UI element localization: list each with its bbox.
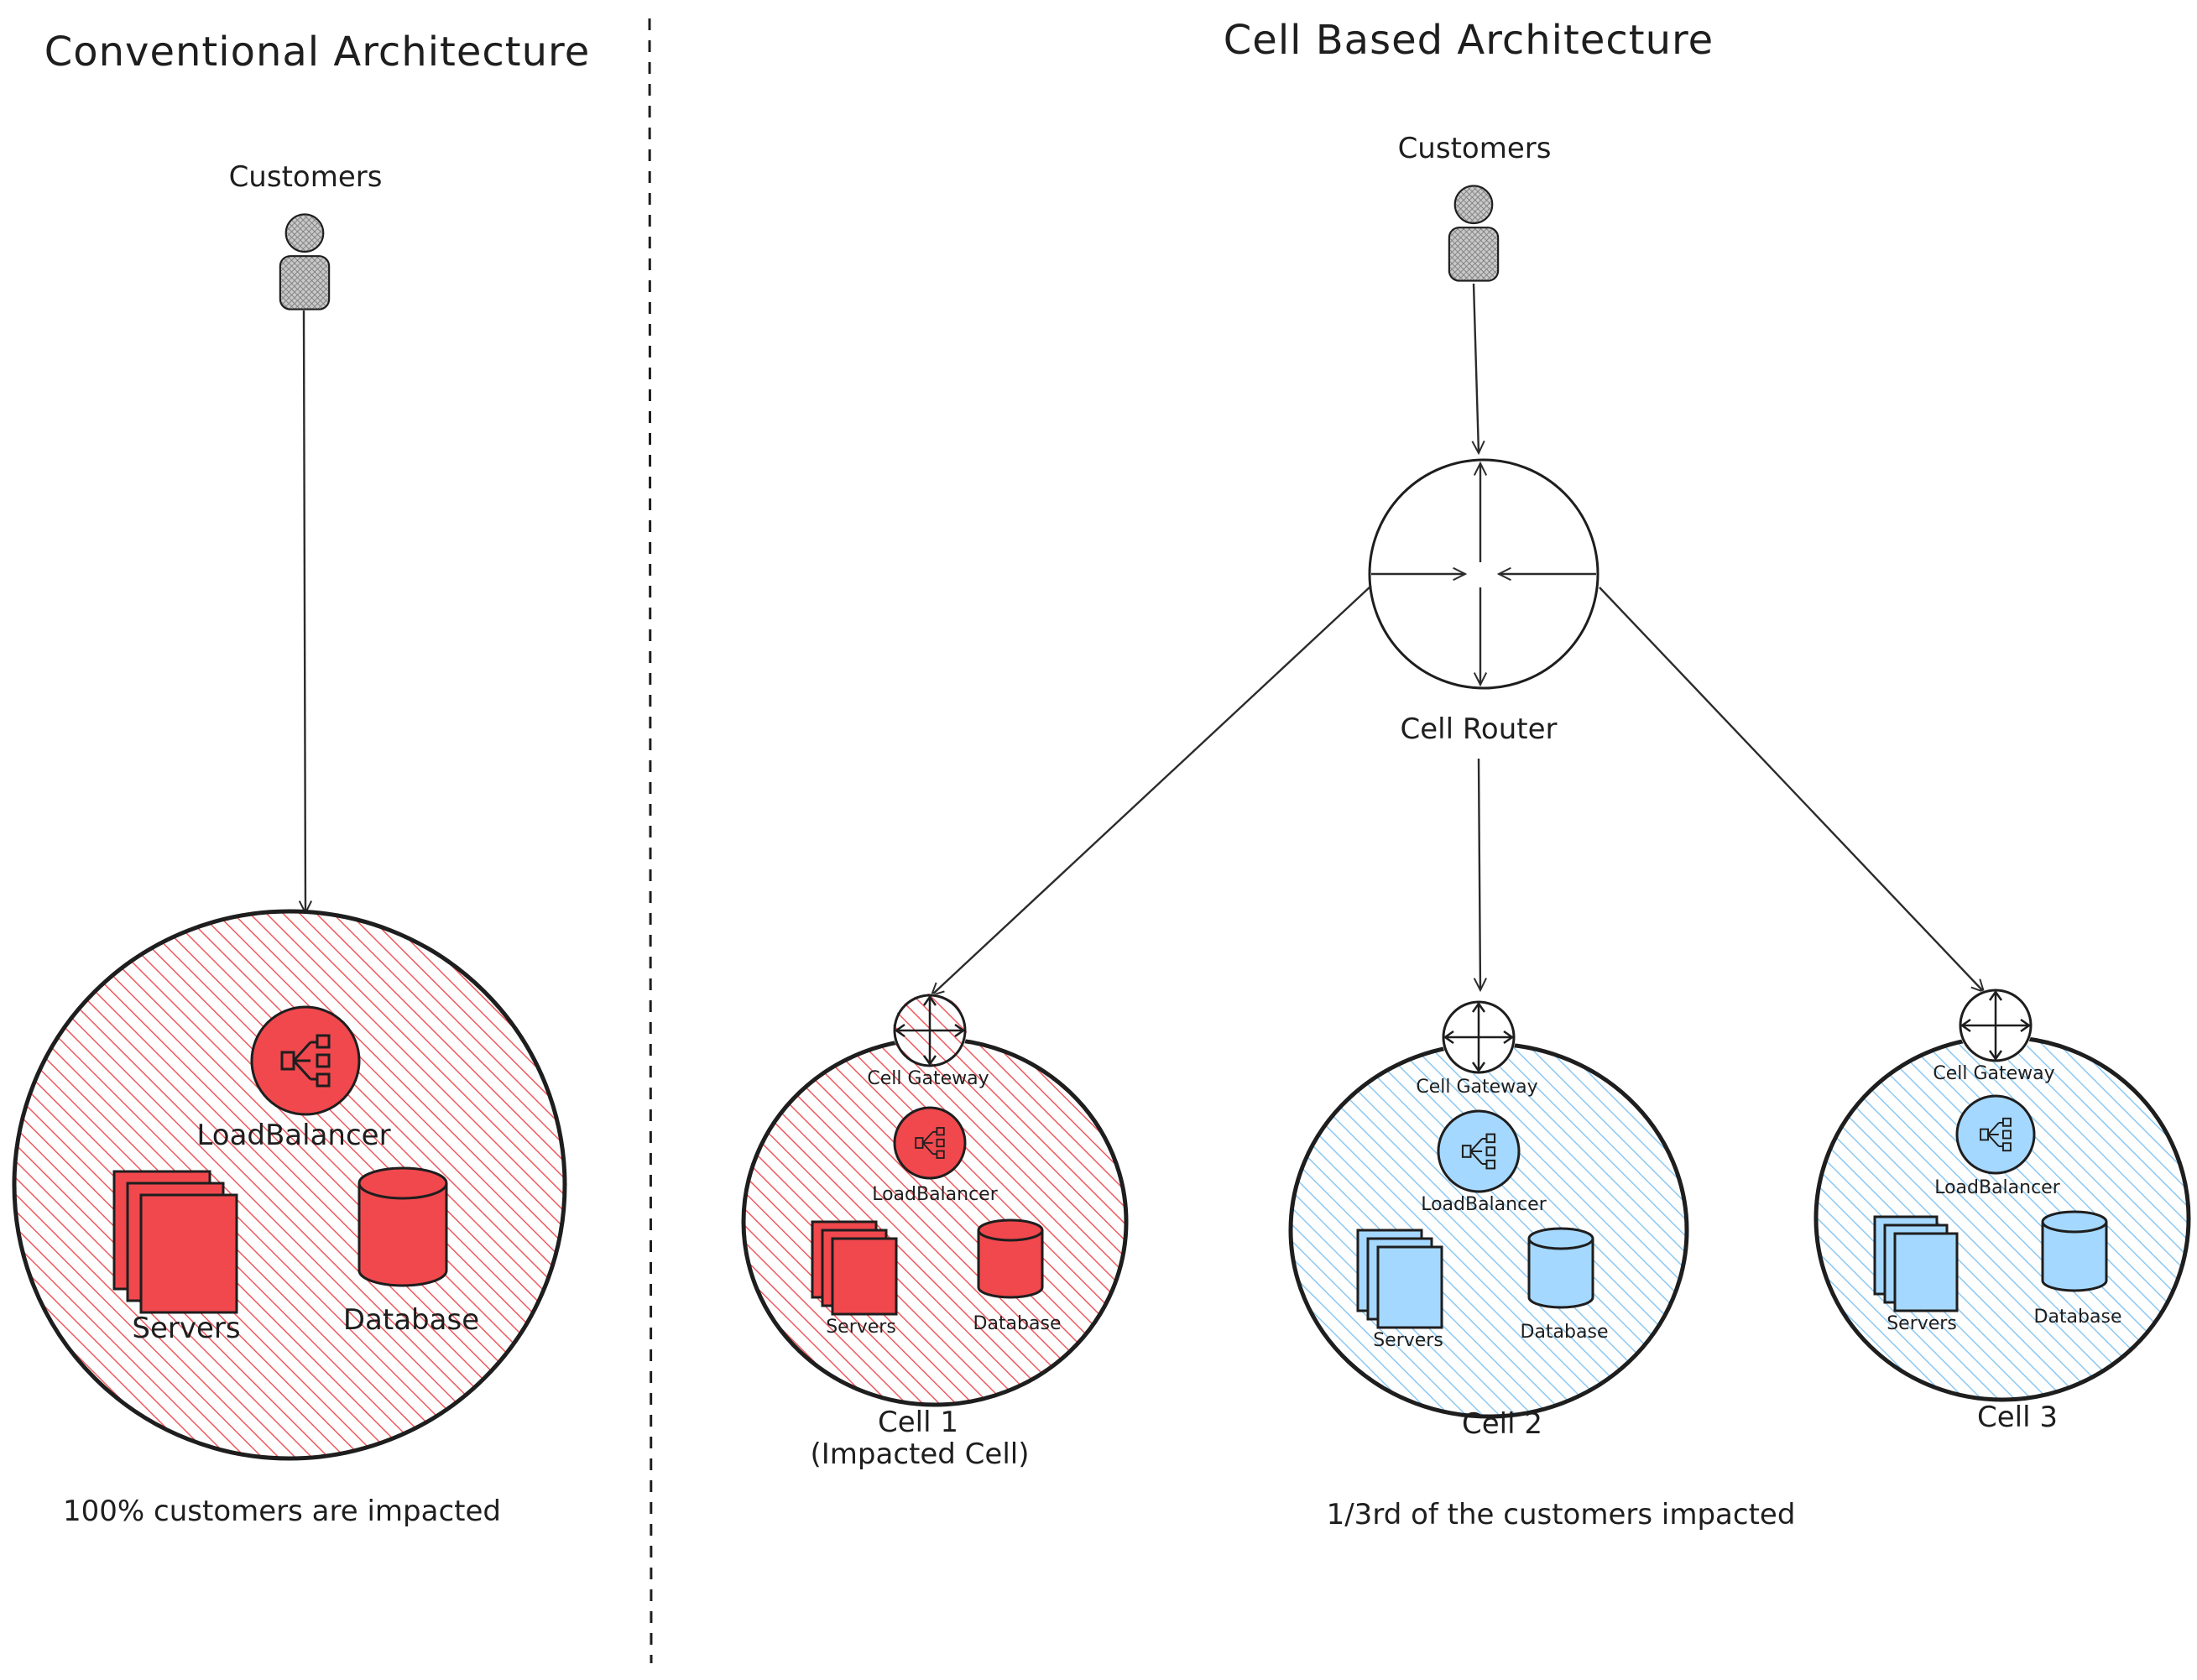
- router-label: Cell Router: [1400, 712, 1557, 746]
- gateway-icon: [893, 994, 967, 1067]
- cell-database-label: Database: [973, 1313, 1062, 1334]
- cell-loadbalancer-label: LoadBalancer: [1934, 1177, 2061, 1198]
- customers-to-router-arrow: [1474, 283, 1479, 453]
- cell-circle: [1813, 1035, 2191, 1402]
- cell-1: Cell Gateway LoadBalancer Servers Databa…: [741, 994, 1129, 1471]
- cell-3: Cell Gateway LoadBalancer Servers Databa…: [1813, 989, 2191, 1434]
- gateway-icon: [1442, 1000, 1516, 1074]
- cell-based-title: Cell Based Architecture: [1224, 17, 1714, 64]
- conventional-servers: Servers: [112, 1170, 241, 1345]
- conventional-impact-caption: 100% customers are impacted: [63, 1495, 501, 1528]
- person-icon: [1448, 185, 1500, 282]
- conventional-database: Database: [343, 1166, 479, 1337]
- database-icon: [357, 1183, 448, 1287]
- router-to-cell3-arrow: [1599, 587, 1984, 992]
- customers-to-system-arrow: [304, 310, 305, 913]
- gateway-icon: [1959, 989, 2033, 1062]
- conventional-loadbalancer: LoadBalancer: [196, 1005, 391, 1152]
- database-icon: [977, 1230, 1044, 1299]
- router-to-cell2-arrow: [1479, 758, 1480, 990]
- conventional-system-circle: [12, 909, 567, 1461]
- cell-loadbalancer-label: LoadBalancer: [872, 1184, 999, 1205]
- cell-database-label: Database: [2034, 1307, 2122, 1328]
- conventional-section: Conventional Architecture Customers Load…: [12, 29, 590, 1528]
- cell-loadbalancer-label: LoadBalancer: [1421, 1194, 1547, 1215]
- router-icon: [1368, 458, 1599, 690]
- cell-name: Cell 3: [1977, 1401, 2058, 1434]
- cell-circle: [1288, 1041, 1689, 1419]
- cell-gateway-label: Cell Gateway: [1933, 1063, 2054, 1084]
- database-icon: [2041, 1222, 2108, 1292]
- cell-name: Cell 2: [1462, 1407, 1542, 1441]
- cell-based-impact-caption: 1/3rd of the customers impacted: [1327, 1498, 1796, 1531]
- cell-2: Cell Gateway LoadBalancer Servers Databa…: [1288, 1000, 1689, 1441]
- conventional-servers-label: Servers: [132, 1312, 240, 1345]
- conventional-loadbalancer-label: LoadBalancer: [196, 1119, 390, 1152]
- conventional-database-label: Database: [343, 1303, 479, 1337]
- router-to-cell1-arrow: [932, 585, 1372, 995]
- cell-gateway-label: Cell Gateway: [1416, 1077, 1537, 1098]
- cell-circle: [741, 1036, 1129, 1407]
- cell-servers-label: Servers: [1886, 1313, 1957, 1334]
- cell-database-label: Database: [1521, 1322, 1609, 1343]
- cell-name: Cell 1: [878, 1406, 958, 1439]
- cell-router: Cell Router: [1368, 458, 1599, 746]
- cell-note: (Impacted Cell): [811, 1437, 1030, 1471]
- cell-gateway-label: Cell Gateway: [867, 1068, 989, 1089]
- cell-servers-label: Servers: [1373, 1330, 1443, 1351]
- person-icon: [279, 213, 331, 310]
- conventional-title: Conventional Architecture: [44, 29, 590, 76]
- database-icon: [1527, 1239, 1594, 1309]
- cell-based-section: Cell Based Architecture Customers Cell R…: [741, 17, 2191, 1531]
- cell-based-customers-label: Customers: [1398, 132, 1552, 165]
- conventional-customers-label: Customers: [229, 160, 383, 194]
- cell-servers-label: Servers: [826, 1317, 896, 1338]
- section-divider: [648, 18, 653, 1664]
